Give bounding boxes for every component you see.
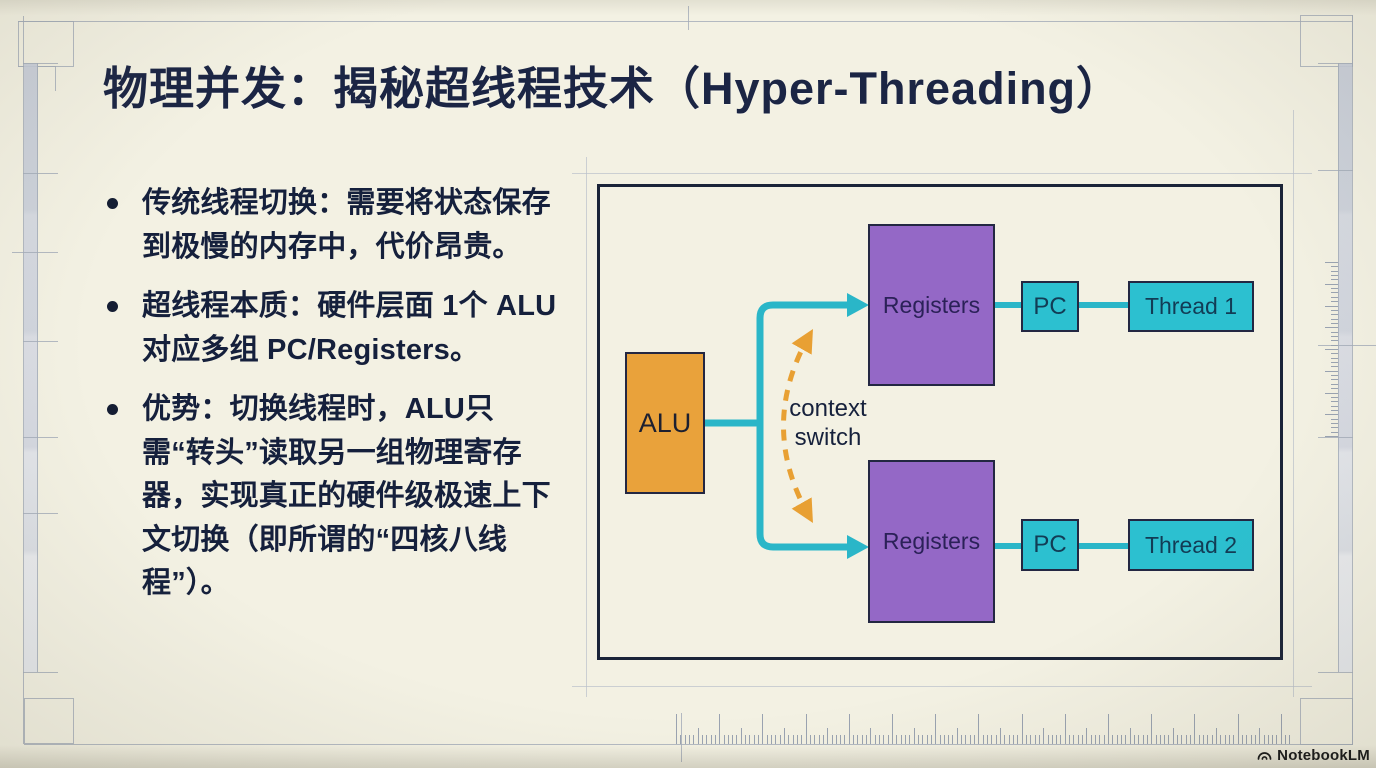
bullet-text: 优势：切换线程时，ALU只需“转头”读取另一组物理寄存器，实现真正的硬件级极速上…: [142, 388, 561, 606]
bullet-body: 硬件层面 1个 ALU 对应多组 PC/Registers。: [142, 290, 557, 366]
list-item: 传统线程切换：需要将状态保存到极慢的内存中，代价昂贵。: [101, 182, 561, 269]
diagram-guide-left: [586, 157, 587, 697]
bullet-text: 超线程本质：硬件层面 1个 ALU 对应多组 PC/Registers。: [142, 285, 561, 372]
right-divider: [1318, 672, 1353, 673]
bullet-label: 超线程本质：: [142, 290, 318, 322]
right-divider: [1318, 170, 1353, 171]
bullet-body: 切换线程时，ALU只需“转头”读取另一组物理寄存器，实现真正的硬件级极速上下文切…: [142, 393, 551, 599]
right-divider: [1318, 63, 1353, 64]
notebooklm-watermark: NotebookLM: [1256, 747, 1370, 764]
registers-label: Registers: [882, 528, 981, 554]
right-divider: [1318, 345, 1376, 346]
bullet-dot: [107, 198, 118, 209]
pc-label: PC: [1033, 292, 1067, 320]
left-divider: [23, 63, 58, 64]
thread-label: Thread 2: [1144, 531, 1238, 558]
frame-left-line: [23, 16, 24, 744]
diagram-guide-top: [572, 173, 1312, 174]
top-center-tick: [688, 6, 689, 30]
notebooklm-logo-icon: [1257, 752, 1272, 760]
right-strip-inner-line: [1338, 63, 1339, 672]
left-divider: [23, 173, 58, 174]
left-divider: [12, 252, 58, 253]
watermark-label: NotebookLM: [1277, 747, 1370, 764]
left-divider: [23, 513, 58, 514]
list-item: 优势：切换线程时，ALU只需“转头”读取另一组物理寄存器，实现真正的硬件级极速上…: [101, 388, 561, 606]
left-divider: [23, 341, 58, 342]
alu-label: ALU: [638, 407, 692, 438]
page-title: 物理并发：揭秘超线程技术（Hyper-Threading）: [103, 63, 1123, 114]
registers-box-thread1: Registers: [868, 224, 995, 386]
right-divider: [1318, 437, 1353, 438]
context-switch-line1: context: [789, 395, 867, 422]
frame-top-line: [18, 21, 1352, 22]
left-strip-inner-line: [37, 63, 38, 672]
registers-label: Registers: [882, 291, 981, 318]
bullet-label: 优势：: [142, 393, 230, 425]
bullet-label: 传统线程切换：: [142, 187, 347, 219]
corner-step-top-left-v: [55, 66, 56, 91]
thread1-box: Thread 1: [1128, 281, 1254, 332]
context-switch-label: context switch: [766, 394, 890, 453]
diagram-guide-bottom: [572, 686, 1312, 687]
diagram-guide-right: [1293, 110, 1294, 697]
alu-box: ALU: [625, 352, 705, 494]
left-divider: [23, 672, 58, 673]
list-item: 超线程本质：硬件层面 1个 ALU 对应多组 PC/Registers。: [101, 285, 561, 372]
frame-bottom-line: [24, 744, 1353, 745]
pc-label: PC: [1033, 531, 1067, 558]
corner-box-bottom-right: [1300, 698, 1353, 745]
bullet-list: 传统线程切换：需要将状态保存到极慢的内存中，代价昂贵。 超线程本质：硬件层面 1…: [101, 182, 561, 606]
left-edge-strip: [24, 63, 38, 672]
bullet-dot: [107, 404, 118, 415]
right-edge-strip: [1338, 63, 1352, 672]
thread2-box: Thread 2: [1128, 519, 1254, 571]
bullet-dot: [107, 301, 118, 312]
bullet-body: 需要将状态保存到极慢的内存中，代价昂贵。: [142, 187, 551, 263]
corner-box-bottom-left: [24, 698, 74, 744]
bottom-ruler: [676, 714, 1292, 744]
pc-box-thread2: PC: [1021, 519, 1079, 571]
registers-box-thread2: Registers: [868, 460, 995, 623]
thread-label: Thread 1: [1144, 293, 1238, 319]
diagram-frame: [597, 184, 1283, 660]
frame-right-line: [1352, 15, 1353, 745]
right-ruler: [1325, 262, 1338, 438]
bottom-crossing-tick: [681, 713, 682, 762]
bullet-text: 传统线程切换：需要将状态保存到极慢的内存中，代价昂贵。: [142, 182, 561, 269]
corner-box-top-right: [1300, 15, 1353, 67]
left-divider: [23, 437, 58, 438]
context-switch-line2: switch: [794, 424, 862, 452]
pc-box-thread1: PC: [1021, 281, 1079, 332]
corner-box-top-left: [18, 21, 74, 67]
